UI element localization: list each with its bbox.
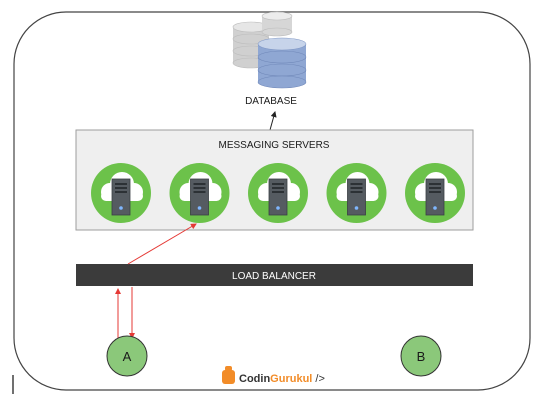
server-icon [268,178,288,216]
messaging-servers-label: MESSAGING SERVERS [219,140,330,151]
messaging-server-4 [326,163,387,223]
brand-name-prefix: Codin [239,373,270,385]
server-list [91,163,465,223]
client-a-node: A [106,335,148,377]
arrow-to-database [269,111,277,131]
server-icon [425,178,445,216]
brand-name-suffix: Gurukul [270,373,312,385]
brand-tag: /> [312,373,325,385]
svg-text:CodinGurukul />: CodinGurukul /> [239,373,325,385]
brand-logo-icon [222,370,235,384]
load-balancer-bar [76,264,473,286]
server-icon [190,178,209,216]
arrow-load-balancer-to-server [127,223,197,265]
messaging-server-1 [91,163,151,223]
messaging-server-2 [169,163,230,223]
server-icon [347,178,366,216]
client-b-node: B [400,335,442,377]
database-icon [232,11,307,89]
server-icon [111,178,131,216]
client-b-label: B [417,349,426,364]
messaging-server-5 [405,163,465,223]
messaging-server-3 [248,163,308,223]
client-a-label: A [123,349,132,364]
brand-logo: CodinGurukul /> [222,366,325,385]
database-label: DATABASE [245,96,297,107]
load-balancer-label: LOAD BALANCER [232,271,316,282]
